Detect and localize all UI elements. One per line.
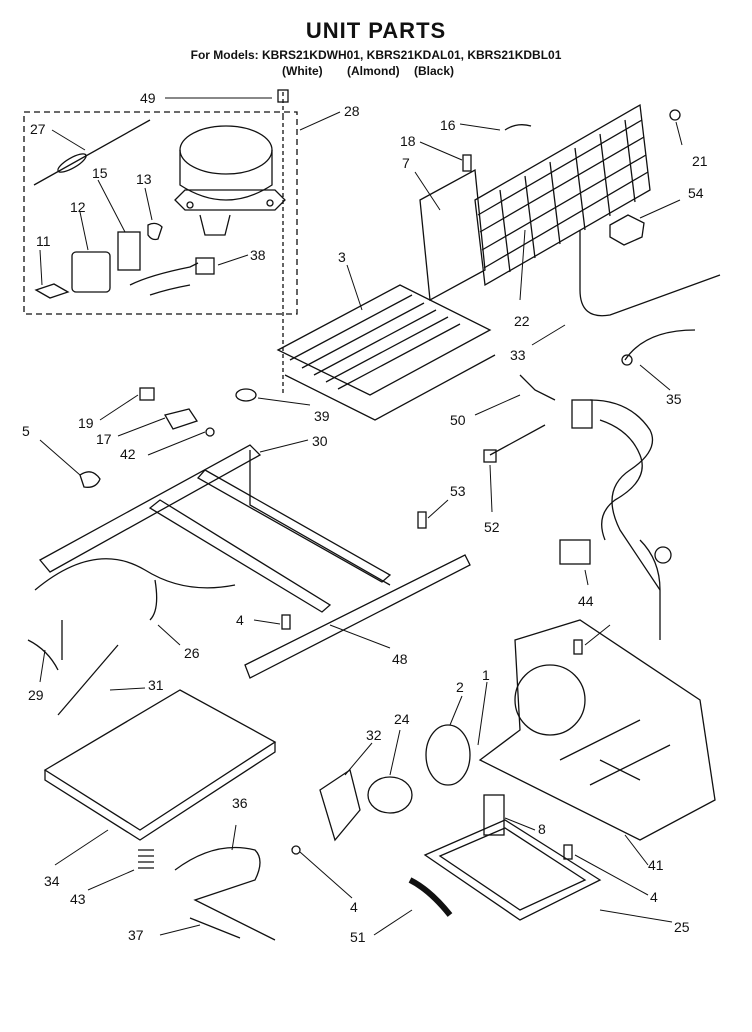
part-39-grommet (235, 388, 257, 402)
part-3-evaporator (276, 284, 496, 421)
callout-4-a: 4 (236, 612, 244, 628)
part-43-spring (138, 849, 154, 869)
part-24-fan-motor (367, 776, 413, 814)
part-15-relay (117, 231, 141, 271)
part-31-tube (57, 644, 119, 716)
part-25-drain-pan (423, 819, 602, 921)
callout-29: 29 (28, 687, 44, 703)
part-4-screw-c (563, 844, 573, 860)
callout-11: 11 (36, 233, 51, 249)
part-7-bracket (419, 168, 486, 302)
callout-37: 37 (128, 927, 144, 943)
part-48-rail (244, 554, 471, 679)
callout-13: 13 (136, 171, 152, 187)
callout-15: 15 (92, 165, 108, 181)
part-16-clip (504, 124, 532, 131)
part-51-tube (408, 877, 453, 917)
callout-50: 50 (450, 412, 466, 428)
part-53-bolt (417, 511, 427, 529)
part-36-37-tubes (174, 846, 276, 941)
part-54-block (609, 214, 645, 246)
callout-17: 17 (96, 431, 112, 447)
callout-30: 30 (312, 433, 328, 449)
callout-38: 38 (250, 247, 266, 263)
page-title: UNIT PARTS (305, 18, 447, 43)
compressor (174, 125, 286, 236)
callout-44: 44 (578, 593, 594, 609)
part-44-harness (559, 399, 672, 640)
part-22-condenser (474, 103, 651, 287)
part-49-bolt (277, 89, 289, 103)
callout-4-c: 4 (350, 899, 358, 915)
part-50-wire (519, 374, 556, 401)
part-30-frame (38, 444, 392, 613)
color-black: (Black) (414, 64, 455, 78)
callout-39: 39 (314, 408, 330, 424)
part-11-bracket (34, 283, 70, 299)
part-52-tie (489, 424, 546, 456)
callout-43: 43 (70, 891, 86, 907)
part-12-overload (71, 251, 111, 293)
part-19 (139, 387, 155, 401)
leader-lines (39, 97, 683, 936)
part-13-clip (147, 222, 163, 241)
callout-35: 35 (666, 391, 682, 407)
callout-33: 33 (510, 347, 526, 363)
part-42-screw (205, 427, 215, 437)
callout-52: 52 (484, 519, 500, 535)
callout-26: 26 (184, 645, 200, 661)
part-4-screw-a (281, 614, 291, 630)
callout-48: 48 (392, 651, 408, 667)
part-29-tube (27, 620, 63, 671)
part-8-block (483, 794, 505, 836)
callout-3: 3 (338, 249, 346, 265)
callout-2: 2 (456, 679, 464, 695)
callout-4-b: 4 (650, 889, 658, 905)
callout-51: 51 (350, 929, 366, 945)
callout-34: 34 (44, 873, 60, 889)
callout-18: 18 (400, 133, 416, 149)
part-heater-loop (579, 230, 721, 317)
compressor-kit-box (23, 111, 298, 315)
callout-5: 5 (22, 423, 30, 439)
part-17 (164, 408, 199, 430)
models-line: For Models: KBRS21KDWH01, KBRS21KDAL01, … (190, 48, 562, 62)
callout-54: 54 (688, 185, 704, 201)
callout-19: 19 (78, 415, 94, 431)
part-4-screw-b (291, 845, 301, 855)
part-18-screw (462, 154, 472, 172)
callout-42: 42 (120, 446, 136, 462)
callout-12: 12 (70, 199, 86, 215)
part-32-bracket (319, 768, 361, 842)
callout-27: 27 (30, 121, 46, 137)
callout-24: 24 (394, 711, 410, 727)
part-21-screw (669, 109, 681, 121)
callout-8: 8 (538, 821, 546, 837)
callout-22: 22 (514, 313, 530, 329)
callout-16: 16 (440, 117, 456, 133)
color-white: (White) (282, 64, 323, 78)
callout-32: 32 (366, 727, 382, 743)
callout-1: 1 (482, 667, 490, 683)
callout-25: 25 (674, 919, 690, 935)
color-almond: (Almond) (347, 64, 400, 78)
part-4-screw-d (573, 639, 583, 655)
part-26-tube (34, 558, 236, 621)
callout-31: 31 (148, 677, 164, 693)
callout-21: 21 (692, 153, 708, 169)
part-38-harness (129, 262, 199, 286)
part-2-fan-blade (425, 724, 471, 786)
part-5-clip (79, 471, 101, 488)
callout-28: 28 (344, 103, 360, 119)
callout-41: 41 (648, 857, 664, 873)
callout-53: 53 (450, 483, 466, 499)
callout-36: 36 (232, 795, 248, 811)
callout-49: 49 (140, 90, 156, 106)
part-35-sensor (624, 329, 696, 361)
callout-7: 7 (402, 155, 410, 171)
part-27-thermistor (33, 119, 151, 186)
part-41-bracket (478, 619, 716, 841)
